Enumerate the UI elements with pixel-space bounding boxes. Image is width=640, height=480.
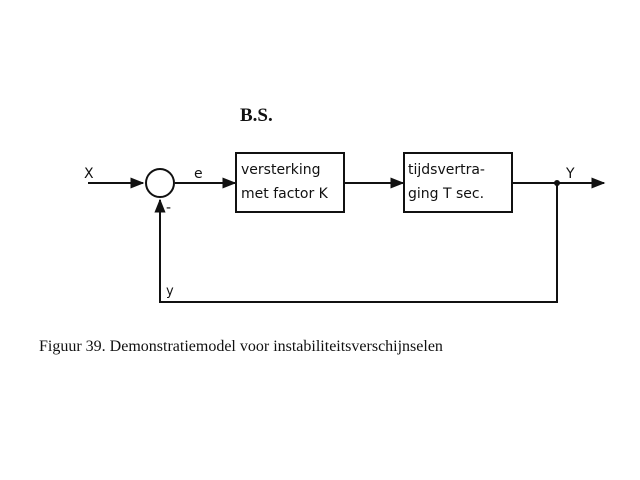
error-label-e: e [194,166,203,182]
delay-label-line1: tijdsvertra- [408,162,485,178]
feedback-line [154,183,558,303]
input-label-x: X [84,166,94,182]
figure-caption: Figuur 39. Demonstratiemodel voor instab… [39,338,443,355]
delay-label-line2: ging T sec. [408,186,484,202]
summing-junction [145,168,175,198]
amplifier-label-line2: met factor K [241,186,329,202]
delay-block [403,152,513,213]
amplifier-block [235,152,345,213]
feedback-label-y: y [166,284,174,299]
diagram-title: B.S. [240,105,273,126]
minus-sign: - [166,200,171,216]
amplifier-label-line1: versterking [241,162,321,178]
output-label-y: Y [565,166,575,182]
